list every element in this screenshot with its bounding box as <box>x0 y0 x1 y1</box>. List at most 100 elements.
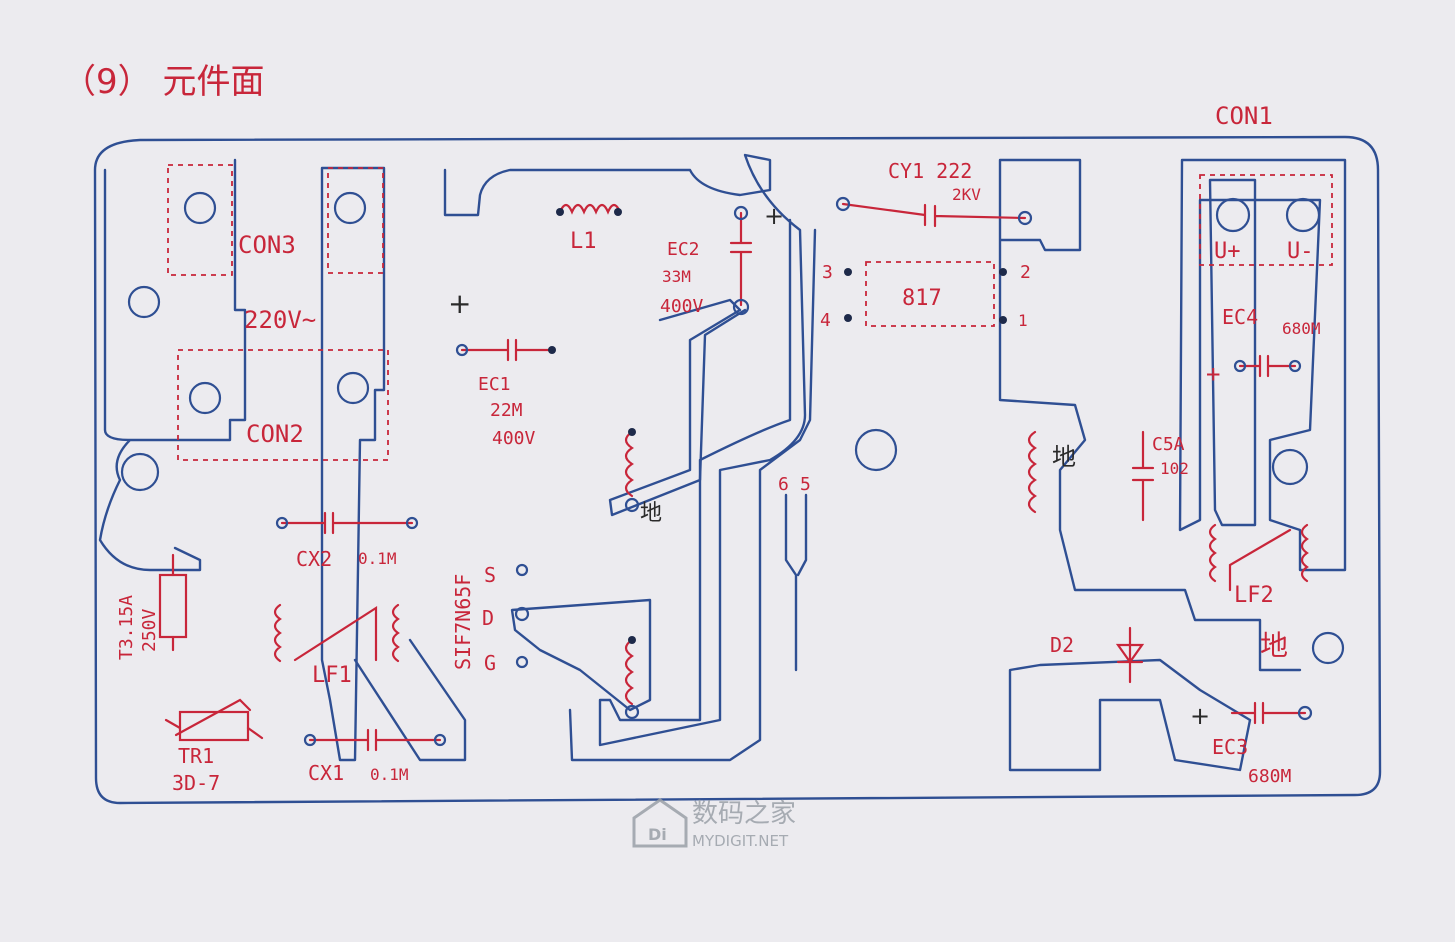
ec2-pin-minus <box>732 298 750 316</box>
label-opto-pin3: 3 <box>822 262 833 283</box>
plus-mark-ec4: + <box>1206 360 1220 388</box>
ec3-capacitor <box>1230 701 1307 725</box>
label-d2: D2 <box>1050 633 1074 657</box>
coil-pin-d <box>624 704 640 720</box>
label-cx2-value: 0.1M <box>358 549 397 568</box>
ec1-pin-plus <box>455 343 469 357</box>
label-ec1-name: EC1 <box>478 374 511 395</box>
opto-pin-3 <box>844 268 852 276</box>
label-ec2-name: EC2 <box>667 239 700 260</box>
plus-mark-ec1: + <box>448 287 471 320</box>
tr1-slash <box>174 698 252 737</box>
label-ac-input: 220V~ <box>244 306 316 334</box>
con2-outline <box>177 349 389 461</box>
label-ec1-value: 22M <box>490 400 523 421</box>
copper-drain-trace <box>510 598 652 712</box>
lf1-common-mode-choke <box>273 603 400 663</box>
label-ground-output: 地 <box>1260 629 1288 662</box>
label-pin5: 5 <box>800 474 811 495</box>
lf2-common-mode-choke <box>1208 523 1309 592</box>
label-u-plus: U+ <box>1214 239 1241 264</box>
label-opto: 817 <box>902 286 942 311</box>
opto-pin-2 <box>999 268 1007 276</box>
label-con3: CON3 <box>238 231 296 259</box>
board-outline <box>93 135 1382 805</box>
plus-mark-ec3: + <box>1190 702 1210 730</box>
copper-strip-center-left <box>320 166 386 762</box>
label-u-minus: U- <box>1287 239 1314 264</box>
label-fuse-rating: T3.15A <box>116 595 137 660</box>
label-cy1: CY1 222 <box>888 159 972 183</box>
con3-pad-1 <box>183 191 217 225</box>
con1-pad-u-minus <box>1285 197 1321 233</box>
copper-area-left-input <box>98 158 247 572</box>
copper-cut-right-lf1 <box>353 638 467 762</box>
annotations: CON1 CON3 220V~ CON2 L1 EC1 22M 400V EC2… <box>116 102 1321 795</box>
cx2-capacitor <box>280 511 414 535</box>
l1-pin-b <box>614 208 622 216</box>
mounting-hole-2 <box>120 452 160 492</box>
opto-817-outline <box>865 261 995 327</box>
watermark: Di 数码之家 MYDIGIT.NET <box>632 798 796 850</box>
cy1-pin-a <box>835 196 851 212</box>
label-ground-primary: 地 <box>640 501 662 526</box>
ec4-pin-plus <box>1233 359 1247 373</box>
tr1-thermistor <box>178 710 250 742</box>
con1-pad-u-plus <box>1215 197 1251 233</box>
ec1-capacitor <box>460 338 554 362</box>
ec1-pin-minus <box>548 346 556 354</box>
label-opto-pin4: 4 <box>820 310 831 331</box>
copper-d2-area <box>1008 658 1252 772</box>
label-ec3-name: EC3 <box>1212 735 1248 759</box>
page-title: （9） 元件面 <box>62 62 264 102</box>
mounting-hole-4 <box>1271 448 1309 486</box>
label-lf1: LF1 <box>312 663 352 688</box>
d2-diode <box>1115 626 1145 684</box>
label-cx2: CX2 <box>296 547 332 571</box>
label-ec4-name: EC4 <box>1222 305 1258 329</box>
transformer-aux-coil <box>624 638 634 706</box>
copper-bottom-loop <box>568 228 817 762</box>
con3-outline-right <box>327 167 384 274</box>
label-ec2-value: 33M <box>662 267 691 286</box>
label-c5a: C5A <box>1152 434 1185 455</box>
con3-pad-2 <box>333 191 367 225</box>
label-c5a-value: 102 <box>1160 459 1189 478</box>
di-logo-icon: Di <box>632 798 688 848</box>
coil-pin-a <box>628 428 636 436</box>
label-con2: CON2 <box>246 420 304 448</box>
label-ec3-value: 680M <box>1248 766 1292 787</box>
opto-pin-1 <box>999 316 1007 324</box>
label-ground-secondary: 地 <box>1052 443 1076 471</box>
con2-pad-1 <box>188 381 222 415</box>
mounting-hole-1 <box>127 285 161 319</box>
transformer-secondary-coil <box>1027 430 1037 514</box>
fuse-body <box>158 573 188 639</box>
cx2-pin-b <box>405 516 419 530</box>
label-pin-d: D <box>482 606 494 630</box>
coil-pin-c <box>628 636 636 644</box>
cx1-pin-b <box>433 733 447 747</box>
cx1-pin-a <box>303 733 317 747</box>
svg-text:Di: Di <box>648 825 667 844</box>
watermark-url: MYDIGIT.NET <box>692 832 789 850</box>
l1-inductor <box>558 203 622 215</box>
c5a-capacitor <box>1131 430 1155 522</box>
copper-secondary-primary <box>998 158 1302 672</box>
cy1-pin-b <box>1017 210 1033 226</box>
l1-pin-a <box>556 208 564 216</box>
plus-mark-ec2: + <box>764 202 784 230</box>
pins-6-5-traces <box>784 493 808 672</box>
label-ec2-voltage: 400V <box>660 296 704 317</box>
cx2-pin-a <box>275 516 289 530</box>
tr1-leads <box>164 718 264 740</box>
label-lf2: LF2 <box>1234 583 1274 608</box>
mosfet-pad-g <box>515 655 529 669</box>
mounting-hole-5 <box>1311 631 1345 665</box>
con2-pad-2 <box>336 371 370 405</box>
label-opto-pin1: 1 <box>1018 311 1028 330</box>
ec4-pin-minus <box>1288 359 1302 373</box>
label-ec1-voltage: 400V <box>492 428 536 449</box>
ec2-pin-plus <box>733 205 749 221</box>
